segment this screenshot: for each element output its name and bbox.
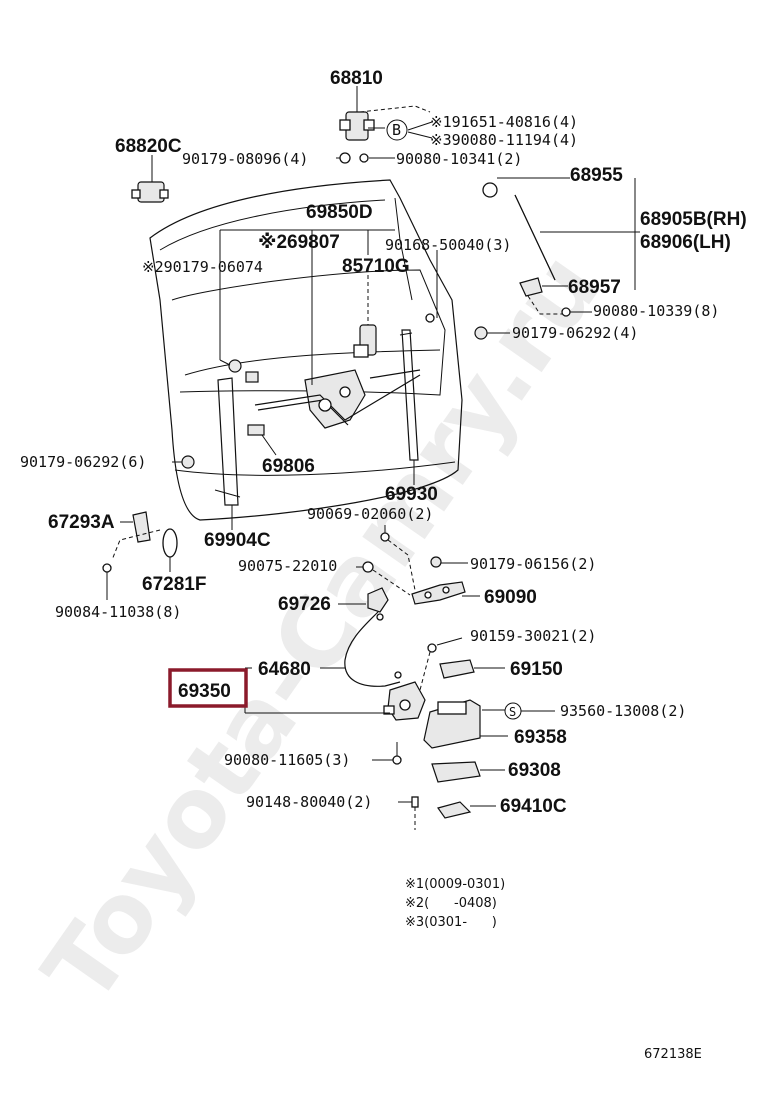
callout-68957: 68957 <box>568 277 621 298</box>
callout-191651-40816: ※191651-40816(4) <box>430 113 578 131</box>
callout-68820c: 68820C <box>115 136 182 157</box>
callout-90084-11038: 90084-11038(8) <box>55 603 181 621</box>
note-2: ※2( -0408) <box>405 896 497 911</box>
cover-69410c <box>437 801 472 819</box>
gas-strut <box>482 182 556 297</box>
callout-69904c: 69904C <box>204 530 271 551</box>
note-1: ※1(0009-0301) <box>405 877 505 892</box>
lock-assembly-69350 <box>383 681 426 721</box>
callout-69090: 69090 <box>484 587 537 608</box>
highlight-box-69350 <box>168 668 248 708</box>
callout-68955: 68955 <box>570 165 623 186</box>
callout-69806: 69806 <box>262 456 315 477</box>
callout-90080-11605: 90080-11605(3) <box>224 751 350 769</box>
callout-90075-22010: 90075-22010 <box>238 557 337 575</box>
callout-69410c: 69410C <box>500 796 567 817</box>
callout-85710g: 85710G <box>342 256 410 277</box>
hinge-68820c <box>131 181 169 203</box>
callout-68906: 68906(LH) <box>640 232 731 253</box>
callout-90179-06156: 90179-06156(2) <box>470 555 596 573</box>
back-door-panel <box>149 179 463 521</box>
callout-64680: 64680 <box>258 659 311 680</box>
callout-69150: 69150 <box>510 659 563 680</box>
window-regulator <box>254 369 421 429</box>
callout-69308: 69308 <box>508 760 561 781</box>
channel-69930 <box>399 329 419 461</box>
callout-90148-80040: 90148-80040(2) <box>246 793 372 811</box>
callout-93560-13008: 93560-13008(2) <box>560 702 686 720</box>
lock-rod-69090 <box>411 581 466 605</box>
cover-67281f <box>162 528 178 558</box>
callout-68905b: 68905B(RH) <box>640 209 747 230</box>
cable-64680 <box>344 611 401 687</box>
callout-90179-08096: 90179-08096(4) <box>182 150 308 168</box>
callout-s: S <box>509 705 516 719</box>
callout-90179-06292-4: 90179-06292(4) <box>512 324 638 342</box>
handle-69150 <box>439 659 475 679</box>
note-3: ※3(0301- ) <box>405 915 497 930</box>
callout-68810: 68810 <box>330 68 383 89</box>
callout-b: B <box>392 121 401 139</box>
callout-69930: 69930 <box>385 484 438 505</box>
motor-85710g <box>353 324 377 358</box>
callout-90159-30021: 90159-30021(2) <box>470 627 596 645</box>
callout-69850d: 69850D <box>306 202 373 223</box>
stopper-67293a <box>132 511 151 543</box>
callout-290179-06074: ※290179-06074 <box>142 258 263 276</box>
callout-69350[interactable]: 69350 <box>178 681 231 702</box>
callout-90080-10339: 90080-10339(8) <box>593 302 719 320</box>
diagram-code: 672138E <box>644 1047 702 1062</box>
callout-69726: 69726 <box>278 594 331 615</box>
callout-90080-10341: 90080-10341(2) <box>396 150 522 168</box>
callout-390080-11194: ※390080-11194(4) <box>430 131 578 149</box>
callout-69358: 69358 <box>514 727 567 748</box>
callout-67281f: 67281F <box>142 574 206 595</box>
callout-90069-02060: 90069-02060(2) <box>307 505 433 523</box>
callout-269807: ※269807 <box>258 232 340 253</box>
hinge-68810 <box>339 111 375 164</box>
handle-base-69358 <box>423 699 481 749</box>
cylinder-69726 <box>367 587 389 613</box>
callout-90179-06292-6: 90179-06292(6) <box>20 453 146 471</box>
pad-69308 <box>431 761 481 783</box>
b-circle-marker <box>386 119 408 141</box>
callout-67293a: 67293A <box>48 512 115 533</box>
channel-69904c <box>214 377 241 506</box>
callout-90168-50040: 90168-50040(3) <box>385 236 511 254</box>
